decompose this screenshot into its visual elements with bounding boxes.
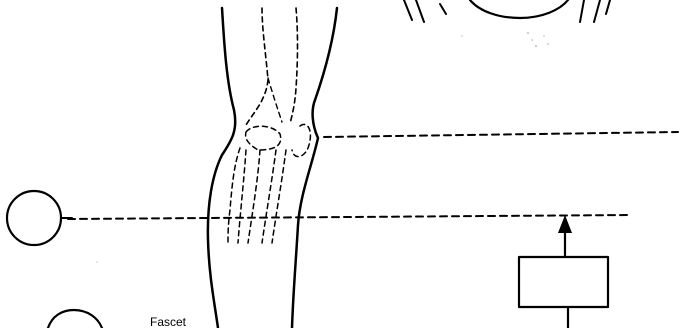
dashed-guide-lines: [68, 132, 678, 219]
upper-dashed-line-3: [268, 78, 282, 122]
top-right-outer-stroke-2: [594, 0, 600, 22]
upper-dashed-line-1: [246, 8, 268, 125]
smudge-dot: [461, 35, 463, 37]
joint-dashed-left: [228, 148, 240, 243]
top-left-outer-stroke-1: [404, 0, 412, 20]
smudge-dot: [527, 32, 529, 34]
arrow-box-assembly: [519, 215, 608, 328]
lower-dashed-line-3: [262, 150, 276, 243]
smudge-dot: [543, 35, 545, 37]
top-right-outer-stroke-1: [580, 0, 584, 22]
smudge-dot: [547, 43, 549, 45]
patella-dashed: [292, 124, 310, 156]
bottom-left-partial-circle: [48, 310, 102, 328]
left-circle: [7, 191, 61, 245]
leg-right-edge: [292, 8, 337, 328]
bottom-left-label: Fascet: [150, 315, 187, 328]
top-cropped-shape: [404, 0, 610, 22]
arrow-head: [558, 215, 572, 233]
top-left-outer-stroke-3: [440, 4, 446, 14]
upper-guide-line: [324, 132, 678, 137]
top-left-outer-stroke-2: [416, 0, 424, 22]
leg-left-edge: [208, 8, 235, 328]
middle-guide-line: [68, 215, 630, 219]
smudge-dot: [535, 45, 537, 47]
femur-condyle-dashed: [246, 126, 281, 150]
smudge-dot: [96, 261, 98, 263]
scan-smudge: [96, 32, 549, 263]
lower-dashed-line-2: [248, 150, 260, 243]
upper-dashed-line-2: [290, 8, 298, 124]
top-right-outer-stroke-3: [606, 0, 610, 14]
top-arc: [470, 0, 568, 18]
process-box: [519, 257, 608, 307]
leg-outline: [208, 8, 337, 328]
internal-dashed-structures: [228, 8, 310, 243]
lower-dashed-line-1: [238, 150, 246, 243]
smudge-dot: [531, 39, 533, 41]
